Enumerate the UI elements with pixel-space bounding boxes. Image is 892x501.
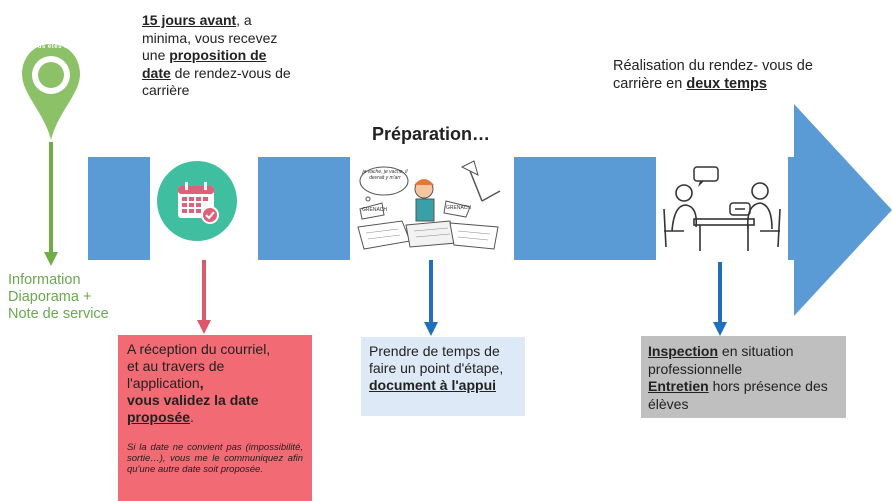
intro-text-2: , a minima, vous recevez une bbox=[142, 12, 278, 63]
intro-bold-1: 15 jours avant bbox=[142, 12, 237, 28]
validation-line-2: et au travers de bbox=[127, 358, 225, 374]
blue-down-arrow-2 bbox=[713, 262, 727, 336]
meeting-illustration bbox=[656, 157, 788, 261]
preparation-sketch: je vache, je vache, il devrait y m'arr G… bbox=[350, 157, 514, 261]
intro-text: 15 jours avant, a minima, vous recevez u… bbox=[142, 12, 294, 100]
student-sketch-icon bbox=[357, 160, 501, 250]
realisation-text: Réalisation du rendez- vous de carrière … bbox=[613, 58, 835, 93]
validation-line-5-dot: . bbox=[190, 409, 194, 425]
validation-line-4: vous validez la date bbox=[127, 392, 259, 408]
validation-box: A réception du courriel, et au travers d… bbox=[118, 335, 312, 501]
timeline-segment-2 bbox=[258, 157, 350, 260]
information-line-2: Diaporama + bbox=[8, 289, 92, 305]
preparation-box-bold: document à l'appui bbox=[369, 377, 497, 393]
information-text: Information Diaporama + Note de service bbox=[8, 272, 109, 323]
validation-line-3-text: l'application bbox=[127, 375, 200, 391]
validation-line-3-comma: , bbox=[199, 375, 204, 391]
timeline-segment-3 bbox=[514, 157, 656, 260]
preparation-title: Préparation… bbox=[372, 124, 491, 144]
intro-bold-2: proposition de date bbox=[142, 47, 267, 81]
timeline-segment-1 bbox=[88, 157, 150, 260]
realisation-item-1: Inspection en situation professionnelle bbox=[648, 343, 840, 378]
timeline-arrow-head bbox=[794, 104, 892, 316]
validation-line-3: l'application, bbox=[127, 375, 304, 392]
information-line-1: Information bbox=[8, 272, 81, 288]
preparation-box: Prendre de temps de faire un point d'éta… bbox=[361, 337, 525, 416]
validation-line-5-bold: proposée bbox=[127, 409, 191, 425]
realisation-item-2: Entretien hors présence des élèves bbox=[648, 378, 840, 413]
validation-line-1: A réception du courriel, bbox=[127, 341, 271, 357]
sketch-left-tag: GRENACH bbox=[362, 207, 388, 213]
realisation-text-1: Réalisation du rendez- vous de carrière … bbox=[613, 58, 813, 92]
meeting-icon bbox=[663, 166, 781, 251]
validation-note: Si la date ne convient pas (impossibilit… bbox=[127, 442, 303, 475]
intro-text-4: de rendez-vous de carrière bbox=[142, 64, 291, 99]
blue-down-arrow-1 bbox=[424, 260, 438, 336]
inspection-label: Inspection bbox=[648, 343, 719, 359]
green-down-arrow bbox=[44, 142, 58, 266]
sketch-bubble-text: je vache, je vache, il devrait y m'arr bbox=[362, 169, 408, 181]
red-down-arrow bbox=[197, 260, 211, 334]
calendar-icon bbox=[178, 182, 219, 224]
pin-label: vous êtes ici bbox=[29, 44, 73, 50]
sketch-right-tag: GRENACH bbox=[446, 205, 472, 211]
preparation-box-text: Prendre de temps de faire un point d'éta… bbox=[369, 343, 504, 376]
information-line-3: Note de service bbox=[8, 306, 109, 322]
timeline-segment-4 bbox=[788, 157, 798, 260]
realisation-bold: deux temps bbox=[686, 75, 767, 92]
realisation-box: Inspection en situation professionnelle … bbox=[641, 336, 846, 418]
validation-line-5: proposée. bbox=[127, 409, 304, 426]
entretien-label: Entretien bbox=[648, 378, 709, 394]
location-pin-icon bbox=[22, 44, 80, 140]
entretien-rest: hors présence des élèves bbox=[648, 378, 828, 412]
inspection-rest: en situation professionnelle bbox=[648, 343, 794, 377]
